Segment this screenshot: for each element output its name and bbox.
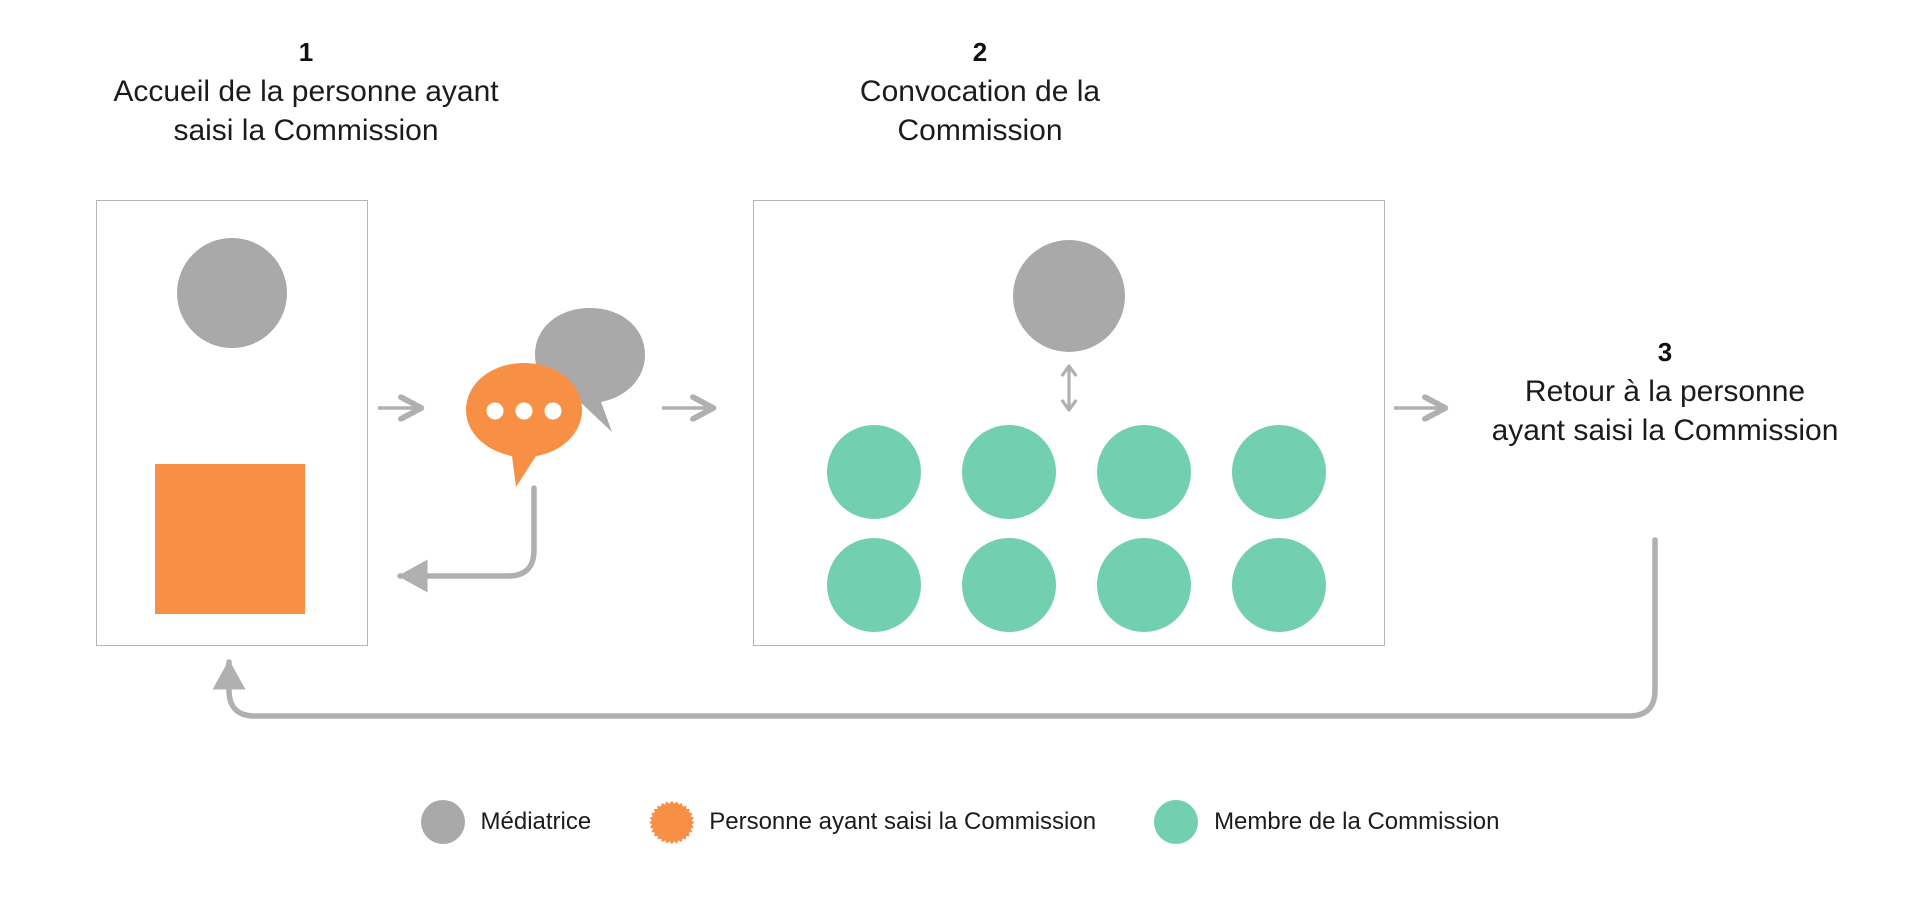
speech-bubbles-icon — [466, 308, 645, 487]
step-1-number: 1 — [298, 37, 314, 67]
step-2-heading: 2 Convocation de la Commission — [820, 36, 1140, 150]
legend: Médiatrice Personne ayant saisi la Commi… — [0, 800, 1920, 845]
membre-commission-circle — [827, 538, 921, 632]
membre-commission-circle — [962, 538, 1056, 632]
step-3-number: 3 — [1657, 337, 1673, 367]
membre-commission-circle — [1097, 538, 1191, 632]
membre-commission-circle — [1232, 538, 1326, 632]
membre-commission-circle — [827, 425, 921, 519]
membre-commission-circle — [1097, 425, 1191, 519]
legend-label-membre-commission: Membre de la Commission — [1214, 808, 1500, 835]
legend-label-mediatrice: Médiatrice — [480, 808, 592, 835]
mediatrice-circle-step1 — [177, 238, 287, 348]
step-2-title: Convocation de la Commission — [859, 75, 1101, 147]
legend-item-mediatrice: Médiatrice — [420, 800, 592, 844]
legend-item-personne-ayant-saisi: Personne ayant saisi la Commission — [649, 800, 1097, 845]
step-3-heading: 3 Retour à la personne ayant saisi la Co… — [1430, 336, 1900, 450]
legend-swatch-mediatrice-icon — [420, 800, 465, 844]
legend-swatch-membre-commission-icon — [1154, 800, 1199, 844]
legend-label-personne-ayant-saisi: Personne ayant saisi la Commission — [709, 808, 1097, 835]
step-2-number: 2 — [972, 37, 988, 67]
membre-commission-circle — [1232, 425, 1326, 519]
arrow-dialogue-return-to-panel1 — [397, 485, 537, 593]
legend-item-membre-commission: Membre de la Commission — [1154, 800, 1499, 844]
step-3-title: Retour à la personne ayant saisi la Comm… — [1491, 375, 1839, 447]
step-1-heading: 1 Accueil de la personne ayant saisi la … — [96, 36, 516, 150]
step-1-title: Accueil de la personne ayant saisi la Co… — [113, 75, 499, 147]
membre-commission-circle — [962, 425, 1056, 519]
mediatrice-circle-step2 — [1013, 240, 1125, 352]
personne-ayant-saisi-starburst-step1 — [155, 464, 305, 614]
legend-swatch-personne-starburst-icon — [649, 800, 695, 845]
